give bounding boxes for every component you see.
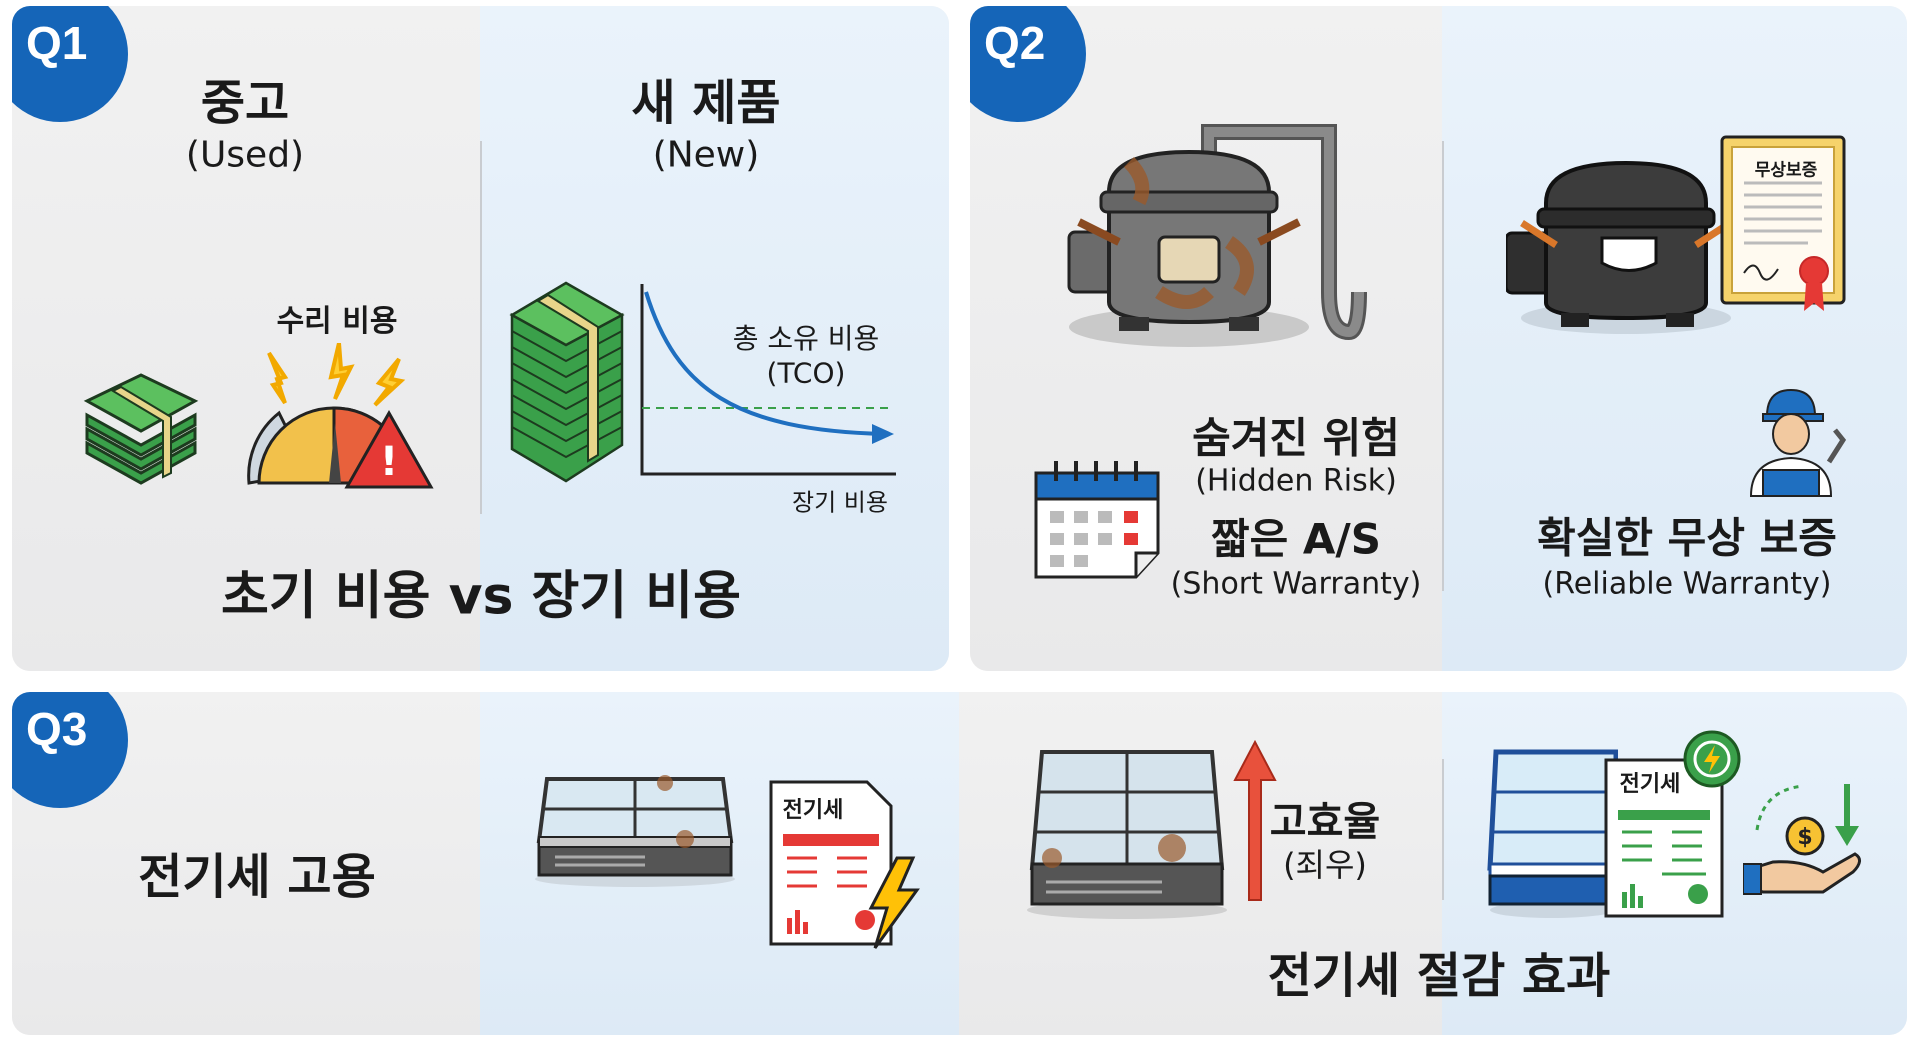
short-warranty-title: 짧은 A/S xyxy=(1211,514,1381,564)
money-stack-small-icon xyxy=(83,373,199,485)
new-title: 새 제품 xyxy=(631,75,781,131)
q2-badge-label: Q2 xyxy=(984,17,1046,69)
old-display-case-icon xyxy=(535,775,735,887)
q1-used-side xyxy=(12,6,480,671)
technician-icon xyxy=(1749,388,1847,497)
chart-axes xyxy=(640,284,896,476)
q3-left-title: 전기세 고용 xyxy=(138,849,376,905)
rusty-display-case-icon xyxy=(1027,750,1227,919)
q1-panel: Q1 xyxy=(12,6,949,671)
q1-badge-label: Q1 xyxy=(26,17,88,69)
gauge-alert-icon: ! xyxy=(247,343,434,489)
tco-curve xyxy=(644,291,885,436)
tco-subtitle: (TCO) xyxy=(766,356,846,390)
new-compressor-icon xyxy=(1506,160,1732,334)
svg-text:!: ! xyxy=(380,439,398,485)
money-stack-large-icon xyxy=(509,281,625,483)
new-subtitle: (New) xyxy=(652,134,760,176)
tco-title: 총 소유 비용 xyxy=(732,322,880,355)
energy-badge-icon xyxy=(1683,730,1741,788)
reliable-warranty-subtitle: (Reliable Warranty) xyxy=(1542,566,1832,602)
bill-label: 전기세 xyxy=(782,798,844,823)
q1-divider xyxy=(480,141,482,514)
savings-hand-icon: $ xyxy=(1743,784,1861,895)
svg-text:$: $ xyxy=(1797,825,1812,850)
long-term-axis-label: 장기 비용 xyxy=(792,488,888,517)
high-efficiency-subtitle: (죄우) xyxy=(1283,846,1367,884)
short-warranty-subtitle: (Short Warranty) xyxy=(1170,566,1422,602)
upward-arrow-icon xyxy=(1233,740,1277,901)
q2-divider xyxy=(1442,141,1444,591)
reliable-warranty-title: 확실한 무상 보증 xyxy=(1537,513,1837,563)
green-bill-icon xyxy=(1604,758,1724,918)
certificate-label: 무상보증 xyxy=(1754,160,1818,181)
rusty-compressor-icon xyxy=(1067,124,1367,347)
high-efficiency-label: 고효율 xyxy=(1269,799,1381,845)
electric-bill-icon xyxy=(769,780,920,949)
q3-divider xyxy=(1442,759,1444,900)
q3-caption: 전기세 절감 효과 xyxy=(1267,948,1611,1004)
warranty-certificate-icon xyxy=(1720,135,1846,311)
hidden-risk-subtitle: (Hidden Risk) xyxy=(1195,463,1397,499)
new-display-case-icon xyxy=(1487,749,1618,918)
calendar-icon xyxy=(1034,461,1160,579)
curve-arrowhead xyxy=(872,424,894,444)
used-title: 중고 xyxy=(200,75,290,131)
used-subtitle: (Used) xyxy=(185,134,305,176)
hidden-risk-title: 숨겨진 위험 xyxy=(1192,413,1400,463)
q2-new-side xyxy=(1442,6,1907,671)
q3-badge-label: Q3 xyxy=(26,703,88,755)
q1-caption: 초기 비용 vs 장기 비용 xyxy=(221,566,741,627)
tco-chart xyxy=(640,284,896,476)
repair-cost-label: 수리 비용 xyxy=(276,304,398,339)
bill-label-2: 전기세 xyxy=(1619,772,1681,797)
